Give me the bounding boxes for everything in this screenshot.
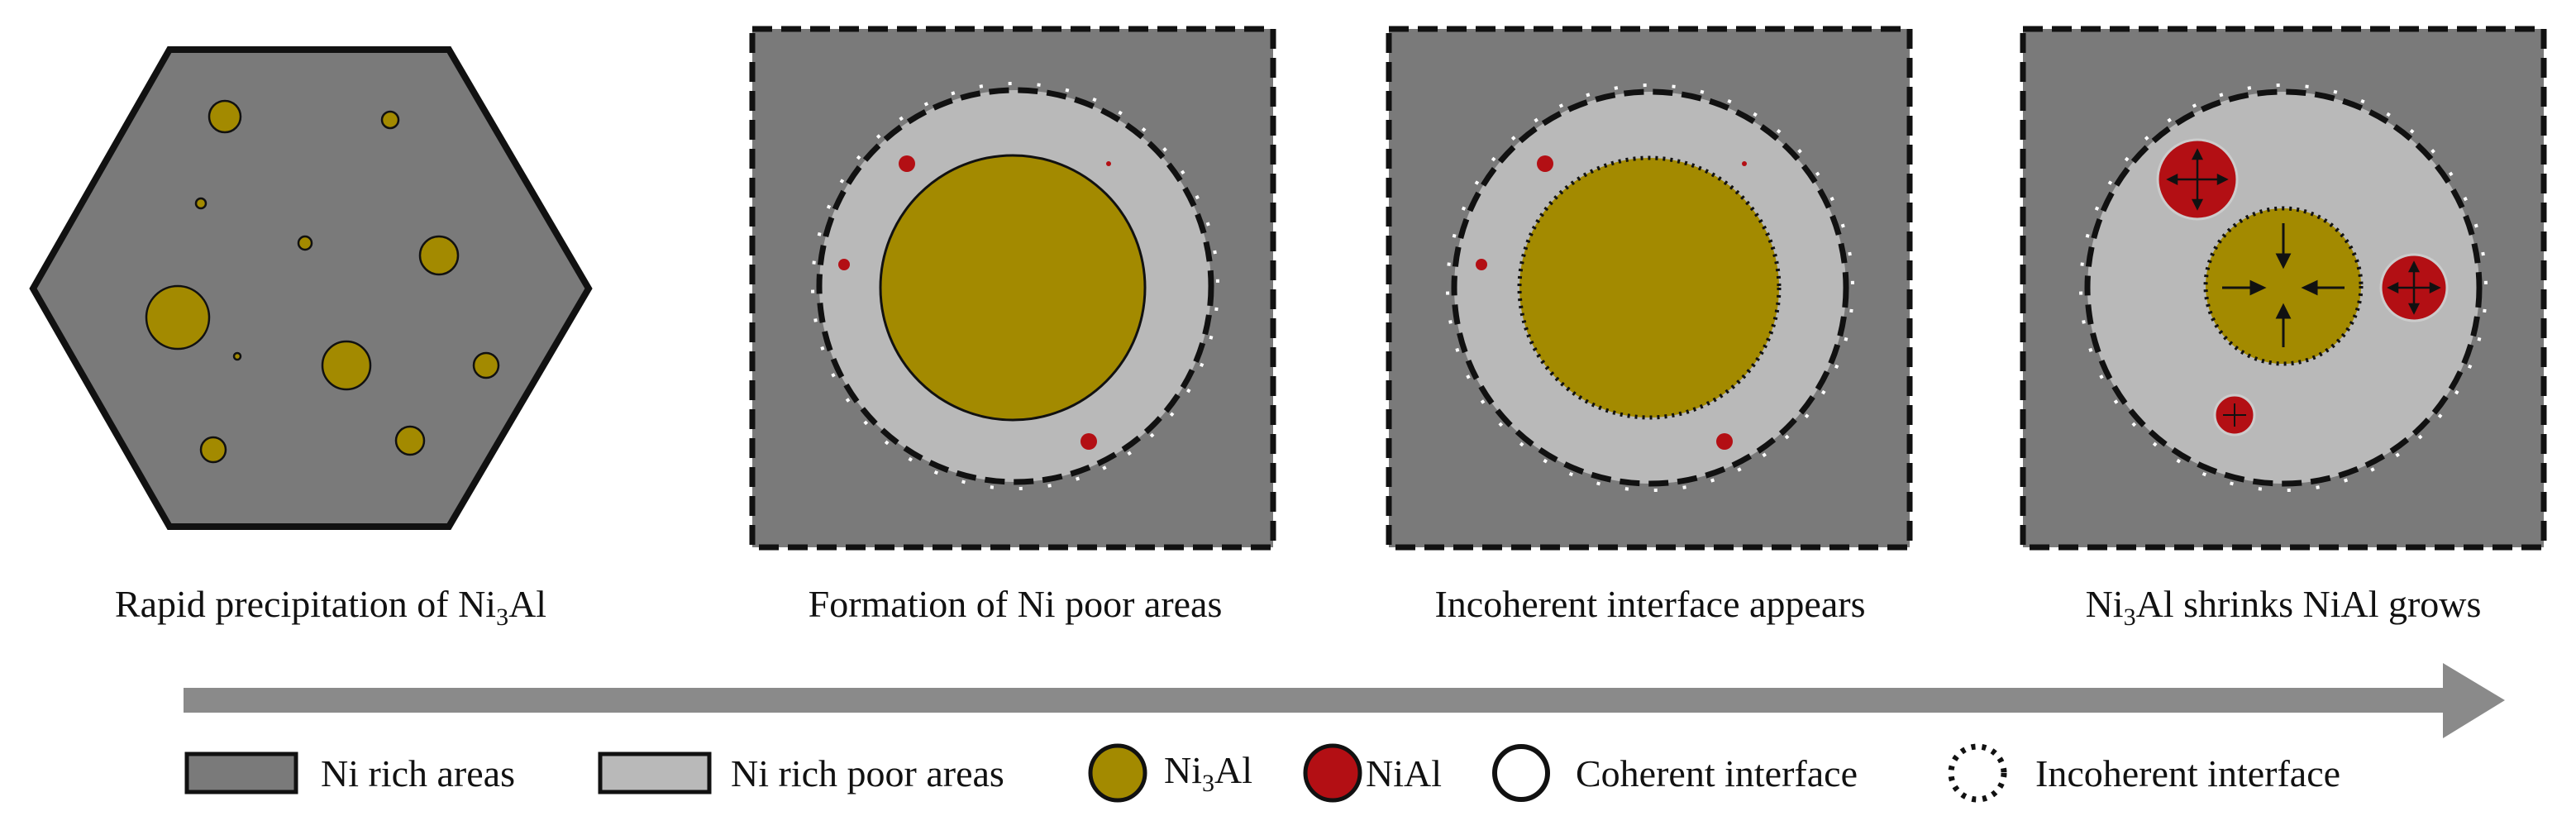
stage-1-panel bbox=[29, 46, 593, 530]
legend-ni-poor-swatch bbox=[598, 752, 712, 794]
nial-nucleus bbox=[1080, 433, 1097, 450]
ni3al-precipitate bbox=[394, 425, 426, 456]
legend-label-ni-poor: Ni rich poor areas bbox=[731, 752, 1004, 794]
nial-nucleus bbox=[1106, 161, 1111, 166]
ni3al-precipitate bbox=[145, 284, 211, 351]
nial-nuclei bbox=[1476, 155, 1747, 450]
legend-coherent-circle bbox=[1492, 744, 1550, 802]
ni3al-precipitate bbox=[208, 99, 242, 134]
ni3al-core bbox=[1517, 155, 1782, 420]
ni3al-precipitate bbox=[321, 340, 372, 391]
nial-nucleus bbox=[1716, 433, 1733, 450]
arrowhead-icon bbox=[2275, 303, 2292, 319]
ni3al-core-shrinking bbox=[2203, 206, 2364, 366]
ni3al-precipitate bbox=[380, 110, 400, 130]
stage-3-panel bbox=[1386, 26, 1913, 551]
ni3al-precipitate bbox=[194, 197, 208, 210]
stage-3-label: Incoherent interface appears bbox=[1434, 583, 1865, 625]
ni3al-precipitate bbox=[297, 235, 313, 251]
process-arrow-shaft bbox=[184, 688, 2455, 713]
stage-4-panel bbox=[2020, 26, 2547, 551]
hexagon-grain bbox=[29, 46, 593, 530]
legend-label-coherent: Coherent interface bbox=[1576, 752, 1858, 794]
stage-4-label: Ni3Al shrinks NiAl grows bbox=[2086, 583, 2482, 631]
legend-label-nial: NiAl bbox=[1366, 752, 1442, 794]
nial-nucleus bbox=[1476, 259, 1487, 270]
legend-label-ni-rich: Ni rich areas bbox=[321, 752, 515, 794]
outward-arrows bbox=[2223, 403, 2246, 427]
legend-ni-rich-swatch bbox=[184, 752, 298, 794]
ni3al-precipitates bbox=[145, 99, 500, 464]
arrowhead-icon bbox=[2275, 253, 2292, 270]
process-arrow bbox=[184, 663, 2505, 738]
ni3al-precipitate bbox=[472, 351, 500, 379]
arrowhead-icon bbox=[2301, 279, 2318, 296]
stage-1-label: Rapid precipitation of Ni3Al bbox=[115, 583, 546, 631]
legend-label-incoherent: Incoherent interface bbox=[2035, 752, 2340, 794]
stage-2-panel bbox=[749, 26, 1276, 551]
outward-arrows bbox=[2166, 148, 2229, 211]
legend-nial-circle bbox=[1303, 743, 1362, 803]
nial-nuclei bbox=[838, 155, 1111, 450]
outward-arrows bbox=[2387, 260, 2441, 315]
ni3al-precipitate bbox=[199, 436, 227, 464]
inward-arrows bbox=[2222, 223, 2345, 347]
process-arrowhead-icon bbox=[2443, 663, 2505, 738]
ni3al-precipitate bbox=[232, 351, 242, 361]
ni3al-precipitate bbox=[418, 235, 460, 276]
nial-growing bbox=[2156, 138, 2449, 437]
nial-nucleus bbox=[838, 259, 850, 270]
legend-label-ni3al: Ni3Al bbox=[1164, 749, 1252, 797]
stage-labels: Rapid precipitation of Ni3Al Formation o… bbox=[115, 583, 2482, 631]
arrowhead-icon bbox=[2249, 279, 2267, 296]
legend-incoherent-circle bbox=[1948, 743, 2007, 803]
nial-nucleus bbox=[1742, 161, 1747, 166]
ni3al-core bbox=[879, 154, 1147, 422]
stage-2-label: Formation of Ni poor areas bbox=[809, 583, 1223, 625]
nial-nucleus bbox=[899, 155, 915, 172]
legend-ni3al-circle bbox=[1088, 743, 1147, 803]
nial-nucleus bbox=[1537, 155, 1553, 172]
legend: Ni rich areas Ni rich poor areas Ni3Al N… bbox=[184, 743, 2340, 803]
